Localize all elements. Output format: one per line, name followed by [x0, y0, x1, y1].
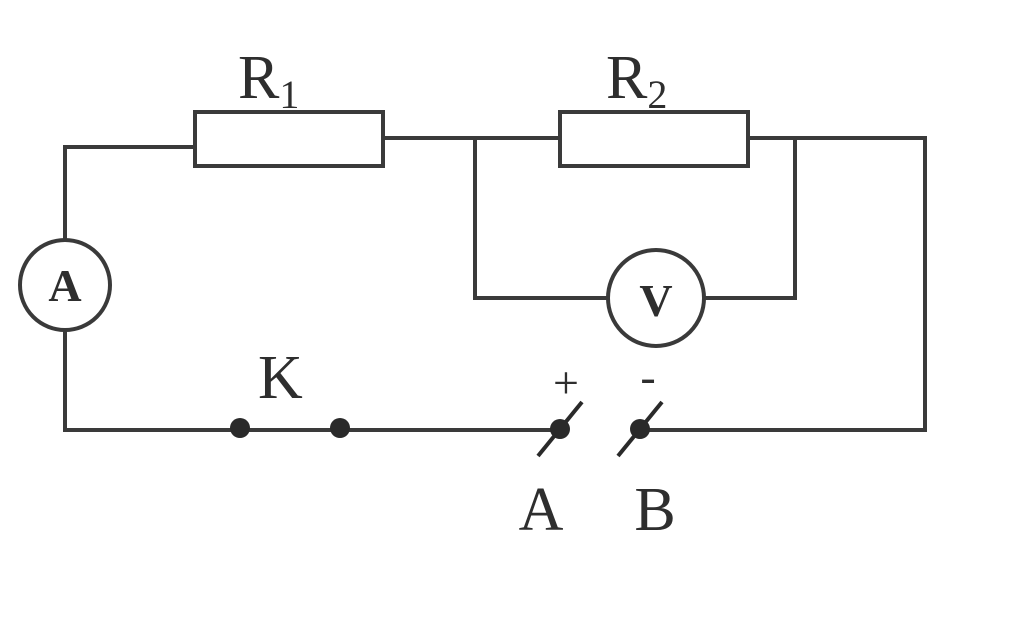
- terminal-b: - B: [616, 351, 676, 544]
- wire-left-bottom: [63, 328, 242, 432]
- voltmeter-circle: [606, 248, 706, 348]
- ammeter-label: A: [48, 260, 81, 311]
- switch-contact-left: [230, 418, 250, 438]
- terminal-a-dot: [550, 419, 570, 439]
- resistor-r2: R2: [558, 44, 750, 168]
- resistor-r1: R1: [193, 44, 385, 168]
- resistor-r2-subscript: 2: [647, 72, 667, 117]
- switch-k: K: [230, 344, 350, 438]
- wire-b-to-right: [638, 136, 927, 432]
- voltmeter: V: [606, 248, 706, 348]
- voltmeter-label: V: [639, 275, 672, 326]
- switch-label: K: [258, 344, 303, 412]
- terminal-b-dot: [630, 419, 650, 439]
- wire-left-top: [63, 145, 197, 242]
- terminal-a: + A: [519, 357, 584, 544]
- resistor-r2-body: [558, 110, 750, 168]
- resistor-r1-body: [193, 110, 385, 168]
- terminal-a-label: A: [519, 476, 564, 544]
- terminal-a-polarity: +: [553, 357, 579, 408]
- switch-contact-right: [330, 418, 350, 438]
- wire-voltmeter-left: [473, 136, 610, 300]
- resistor-r1-label: R1: [238, 44, 299, 117]
- wire-voltmeter-right: [702, 136, 797, 300]
- resistor-r1-subscript: 1: [279, 72, 299, 117]
- ammeter-circle: [18, 238, 112, 332]
- terminal-b-polarity: -: [640, 351, 655, 402]
- resistor-r2-label: R2: [606, 44, 667, 117]
- ammeter: A: [18, 238, 112, 332]
- wires: [63, 136, 927, 432]
- terminal-b-label: B: [634, 476, 675, 544]
